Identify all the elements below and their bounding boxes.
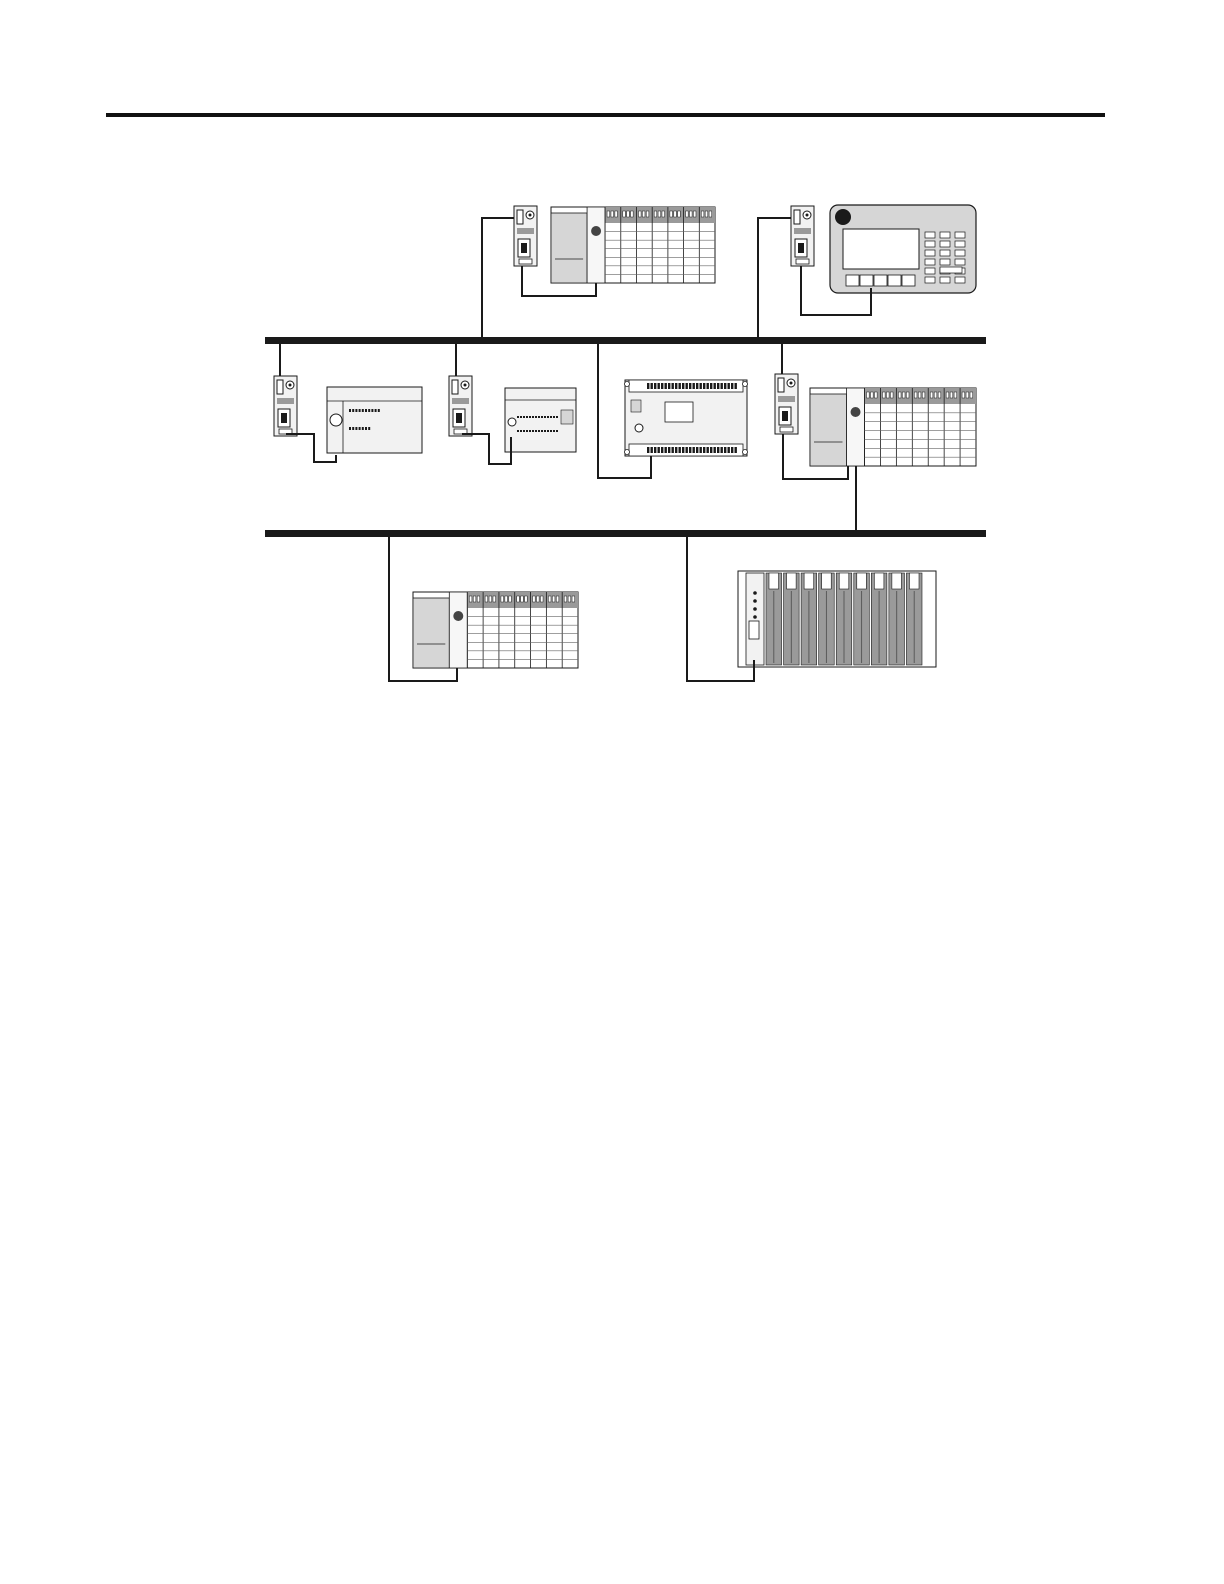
interface-module-mid-2 [449, 376, 472, 436]
chassis-controller [738, 571, 936, 667]
interface-module-top-left [514, 206, 537, 266]
micro-controller-c [625, 380, 748, 456]
micro-controller-a [327, 387, 422, 453]
interface-module-mid-4 [775, 374, 798, 434]
network-trunk-lower [265, 530, 986, 537]
operator-terminal [830, 205, 976, 293]
interface-module-top-right [791, 206, 814, 266]
network-trunk-upper [265, 337, 986, 344]
micro-controller-b [505, 388, 576, 452]
modular-controller-bottom [413, 592, 578, 668]
modular-controller-top [551, 207, 715, 283]
interface-module-mid-1 [274, 376, 297, 436]
modular-controller-mid [810, 388, 976, 466]
